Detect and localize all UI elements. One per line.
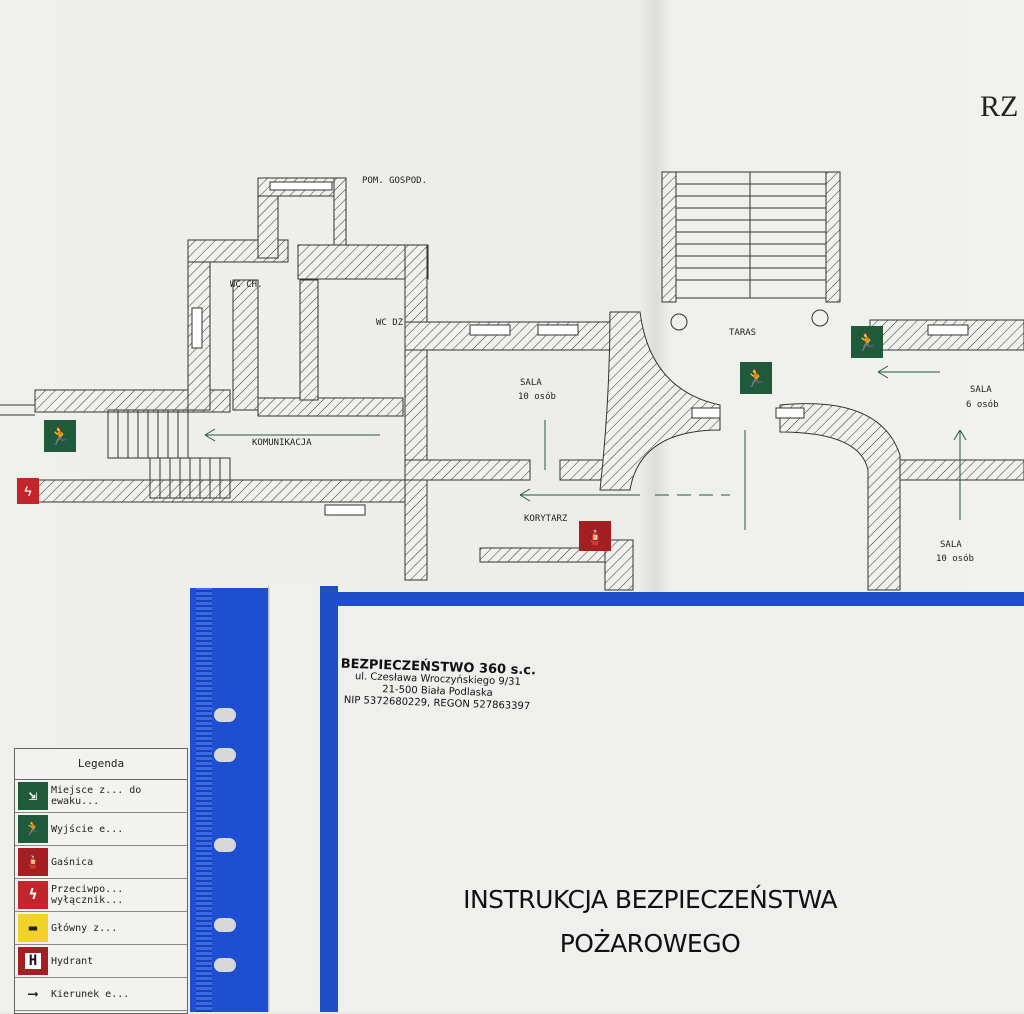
svg-text:🏃: 🏃	[856, 331, 878, 352]
folder-spine	[320, 586, 338, 1012]
window	[269, 181, 333, 191]
wall	[825, 171, 841, 303]
punch-hole	[214, 748, 236, 762]
window	[469, 324, 511, 336]
assembly-point-icon: ⇲	[18, 782, 48, 810]
wall	[779, 403, 901, 591]
wall	[404, 321, 641, 351]
fire-extinguisher-icon: 🧯	[579, 521, 611, 551]
legend-title: Legenda	[15, 749, 187, 780]
floor-plan-drawing: 🏃 🏃 🏃 🧯 ϟ	[0, 171, 1024, 591]
punch-hole	[214, 708, 236, 722]
wall	[599, 311, 721, 491]
room-label-sala: SALA	[970, 385, 992, 395]
room-capacity: 6 osób	[966, 400, 999, 410]
legend-label: Wyjście e...	[51, 823, 124, 835]
main-valve-icon: ▬	[18, 914, 48, 942]
legend-row: ⟶ Kierunek e...	[15, 978, 187, 1011]
folder-binding-strip	[190, 588, 270, 1012]
room-label-taras: TARAS	[729, 328, 757, 338]
legend-label: Główny z...	[51, 922, 118, 934]
room-label-sala: SALA	[940, 540, 962, 550]
legend-label: Miejsce z... do ewaku...	[51, 785, 142, 807]
svg-text:ϟ: ϟ	[24, 483, 32, 499]
window	[191, 307, 203, 349]
window	[691, 407, 721, 419]
legend-row: 🧯Gaśnica	[15, 846, 187, 879]
punch-hole	[214, 958, 236, 972]
wall	[404, 244, 428, 581]
exit-sign-icon: 🏃	[44, 420, 76, 452]
fire-switch-icon: ϟ	[18, 881, 48, 909]
plastic-sleeve	[268, 586, 323, 1012]
legend-label: Przeciwpo... wyłącznik...	[51, 884, 124, 906]
room-label-korytarz: KORYTARZ	[524, 514, 568, 524]
evacuation-arrows	[204, 365, 967, 530]
wall	[34, 389, 231, 413]
room-label-wc-ch: WC CH.	[230, 280, 263, 290]
company-stamp: BEZPIECZEŃSTWO 360 s.c. ul. Czesława Wro…	[339, 657, 536, 714]
punch-hole	[214, 838, 236, 852]
legend-table: Legenda ⇲Miejsce z... do ewaku... 🏃Wyjśc…	[14, 748, 188, 1014]
hydrant-icon: H	[18, 947, 48, 975]
legend-label: Hydrant	[51, 955, 94, 967]
emergency-exit-icon: 🏃	[18, 815, 48, 843]
room-label-sala: SALA	[520, 378, 542, 388]
fire-extinguisher-icon: 🧯	[18, 848, 48, 876]
punch-hole	[214, 918, 236, 932]
title-line: POŻAROWEGO	[559, 929, 741, 958]
room-label-wc-dz: WC DZ	[376, 318, 404, 328]
wall	[661, 171, 677, 303]
legend-label: Kierunek e...	[51, 988, 130, 1000]
exit-sign-icon: 🏃	[851, 326, 883, 358]
room-capacity: 10 osób	[936, 554, 974, 564]
floor-title-fragment: RZ	[980, 90, 1019, 123]
window	[324, 504, 366, 516]
wall	[257, 397, 404, 417]
svg-text:🏃: 🏃	[49, 425, 71, 446]
window	[775, 407, 805, 419]
wall	[299, 279, 319, 401]
legend-row: ▬Główny z...	[15, 912, 187, 945]
title-line: INSTRUKCJA BEZPIECZEŃSTWA	[463, 885, 837, 914]
window	[927, 324, 969, 336]
folder-edge	[330, 592, 1024, 606]
room-capacity: 10 osób	[518, 392, 556, 402]
legend-row: ⇲Miejsce z... do ewaku...	[15, 780, 187, 813]
exit-sign-icon: 🏃	[740, 362, 772, 394]
window	[537, 324, 579, 336]
arrow-right-icon: ⟶	[28, 986, 38, 1002]
wall	[232, 279, 259, 411]
room-label-pom-gospod: POM. GOSPOD.	[362, 176, 428, 186]
document-cover	[338, 606, 1024, 1012]
stairs	[0, 171, 829, 499]
legend-label: Gaśnica	[51, 856, 94, 868]
document-title: INSTRUKCJA BEZPIECZEŃSTWA POŻAROWEGO	[400, 878, 900, 966]
svg-text:🏃: 🏃	[745, 367, 767, 388]
svg-text:🧯: 🧯	[585, 527, 605, 546]
wall	[899, 459, 1024, 481]
binding-teeth	[196, 588, 212, 1012]
wall	[34, 479, 416, 503]
room-label-komunikacja: KOMUNIKACJA	[252, 438, 312, 448]
fire-switch-icon: ϟ	[17, 478, 39, 504]
legend-row: 🏃Wyjście e...	[15, 813, 187, 846]
wall	[404, 459, 531, 481]
